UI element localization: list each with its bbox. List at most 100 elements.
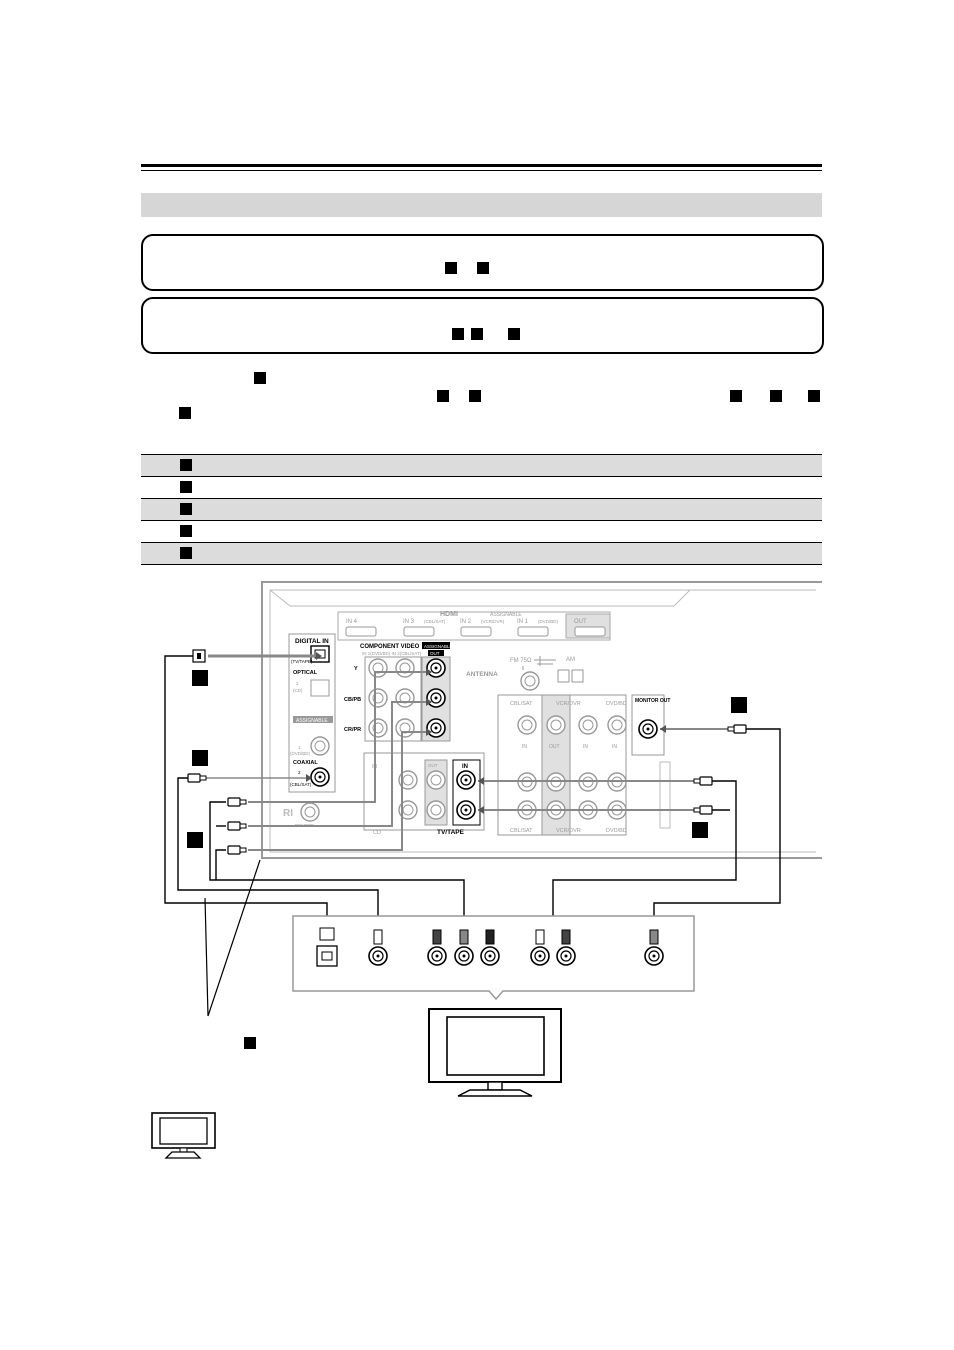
coaxial-1-sub: (DVD/BD) <box>290 751 311 756</box>
hdmi-in4-label: IN 4 <box>346 619 358 625</box>
hdmi-in1-port <box>517 626 549 637</box>
vcr-out-label: OUT <box>549 744 560 750</box>
cbl-sat-bottom-label: CBL/SAT <box>510 828 533 834</box>
tv-illustration <box>428 1008 562 1097</box>
optical-cd-label: (CD) <box>293 688 303 693</box>
marker-square <box>180 481 192 493</box>
dvd-bd-bottom-label: DVD/BD <box>606 828 627 834</box>
arrowheads <box>306 652 666 814</box>
hdmi-in1-label: IN 1 <box>517 619 529 625</box>
connection-marker <box>187 832 203 848</box>
optical-label: OPTICAL <box>293 670 318 676</box>
top-rule-thick <box>141 164 822 167</box>
marker-square <box>445 262 457 274</box>
coaxial-2-label: 2 <box>298 770 301 775</box>
tv-component-pb-jack <box>454 946 474 966</box>
cable-plugs <box>187 649 747 855</box>
tv-connector-panel <box>292 915 695 1001</box>
hdmi-in2-label: IN 2 <box>460 619 472 625</box>
hdmi-in1-sub: (DVD/BD) <box>538 619 559 624</box>
marker-square <box>179 407 191 419</box>
table-row <box>141 542 822 565</box>
tv-coaxial-out-jack <box>368 946 388 966</box>
marker-square <box>452 328 464 340</box>
tv-tape-small-label: (TV/TAPE) <box>291 659 313 664</box>
tv-icon <box>151 1112 216 1159</box>
component-out-pb-jack <box>426 688 446 708</box>
component-pr-plug <box>227 845 247 855</box>
digital-in-label: DIGITAL IN <box>295 638 329 645</box>
connection-marker <box>731 697 747 713</box>
marker-square <box>180 503 192 515</box>
tv-tape-in-label: IN <box>462 764 468 770</box>
antenna-section: FM 75Ω ANTENNA AM <box>466 656 584 691</box>
marker-square <box>730 390 742 402</box>
vcr-in-label: IN <box>583 744 588 750</box>
tv-tape-in-r-jack <box>456 800 476 820</box>
hdmi-out-label: OUT <box>574 619 587 625</box>
marker-square <box>471 328 483 340</box>
tv-audio-r-jack <box>556 946 576 966</box>
assignable-label: ASSIGNABLE <box>296 718 328 724</box>
cr-pr-label: CR/PR <box>344 727 361 733</box>
tv-video-in-jack <box>644 946 664 966</box>
coaxial-plug <box>187 773 207 783</box>
tv-component-pr-jack <box>480 946 500 966</box>
remote-jack <box>300 802 320 822</box>
tv-component-y-jack <box>427 946 447 966</box>
hdmi-section: HDMI ASSIGNABLE IN 4 IN 3 (CBL/SAT) IN 2… <box>337 611 611 641</box>
hdmi-label: HDMI <box>440 611 458 618</box>
cbl-sat-label: CBL/SAT <box>510 701 533 707</box>
top-rule-thin <box>141 170 822 171</box>
connection-table <box>141 454 822 565</box>
table-row <box>141 476 822 498</box>
optical-2-port <box>310 679 330 697</box>
coaxial-1-jack <box>310 736 330 756</box>
component-out-label: OUT <box>430 651 440 656</box>
hdmi-in2-sub: (VCR/DVR) <box>481 619 505 624</box>
component-pb-plug <box>227 821 247 831</box>
connection-marker <box>692 822 708 838</box>
optical-2-label: 2 <box>296 681 299 686</box>
marker-square <box>770 390 782 402</box>
hdmi-in3-port <box>403 626 435 637</box>
monitor-out-jack <box>638 719 658 739</box>
marker-square <box>808 390 820 402</box>
antenna-label: ANTENNA <box>466 671 498 678</box>
table-row <box>141 454 822 476</box>
connection-marker <box>192 670 208 686</box>
marker-square <box>508 328 520 340</box>
marker-square <box>244 1037 256 1049</box>
dvd-in-label: IN <box>612 744 617 750</box>
component-in-label: IN 1(DVD/BD) IN 2(CBL/SAT) <box>362 651 422 656</box>
table-row <box>141 520 822 542</box>
analog-io-section: IN OUT CD IN TV/TAPE CBL/SAT VCR/DVR DVD… <box>363 694 671 836</box>
marker-square <box>469 390 481 402</box>
cb-pb-label: CB/PB <box>344 697 361 703</box>
cbl-sat-in-label: IN <box>522 744 527 750</box>
svg-text:RI: RI <box>283 808 293 819</box>
tv-audio-l-jack <box>530 946 550 966</box>
table-row <box>141 498 822 520</box>
fm-label: FM 75Ω <box>510 658 532 664</box>
hdmi-in4-port <box>345 626 377 637</box>
hdmi-assignable-label: ASSIGNABLE <box>490 612 522 618</box>
dvd-bd-label: DVD/BD <box>606 701 627 707</box>
coaxial-label: COAXIAL <box>293 760 318 766</box>
marker-square <box>437 390 449 402</box>
note-box-2 <box>141 297 824 354</box>
y-label: Y <box>354 666 358 672</box>
hdmi-out-port <box>574 626 606 637</box>
tv-tape-label: TV/TAPE <box>437 829 465 836</box>
note-box-1 <box>141 234 824 291</box>
marker-square <box>254 372 266 384</box>
monitor-out-label: MONITOR OUT <box>635 698 670 704</box>
hdmi-in3-label: IN 3 <box>403 619 415 625</box>
component-out-y-jack <box>426 658 446 678</box>
component-video-label: COMPONENT VIDEO <box>360 644 420 650</box>
am-label: AM <box>566 657 575 663</box>
marker-square <box>477 262 489 274</box>
fm-jack <box>520 671 540 691</box>
coaxial-1-label: 1 <box>298 745 301 750</box>
